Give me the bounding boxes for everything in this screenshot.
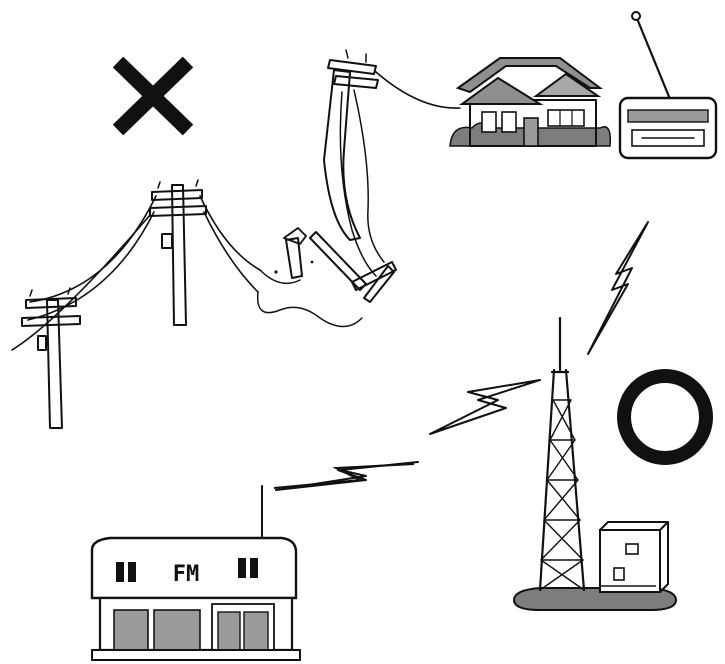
house bbox=[450, 58, 610, 146]
circle-mark-icon bbox=[624, 376, 706, 458]
station-sign-text: FM bbox=[173, 562, 200, 587]
broadcast-tower bbox=[514, 318, 676, 610]
house-service-wire bbox=[376, 72, 460, 108]
radio-wave-upper bbox=[430, 380, 540, 434]
utility-pole-middle bbox=[150, 180, 206, 325]
utility-pole-left bbox=[22, 288, 80, 428]
radio-wave-to-radio bbox=[588, 222, 648, 354]
power-lines bbox=[12, 196, 260, 350]
radio-wave-lower bbox=[274, 462, 418, 490]
cross-mark-icon bbox=[118, 62, 188, 130]
fallen-pole bbox=[258, 228, 396, 327]
radio-icon bbox=[620, 12, 716, 158]
leaning-pole bbox=[324, 50, 384, 276]
